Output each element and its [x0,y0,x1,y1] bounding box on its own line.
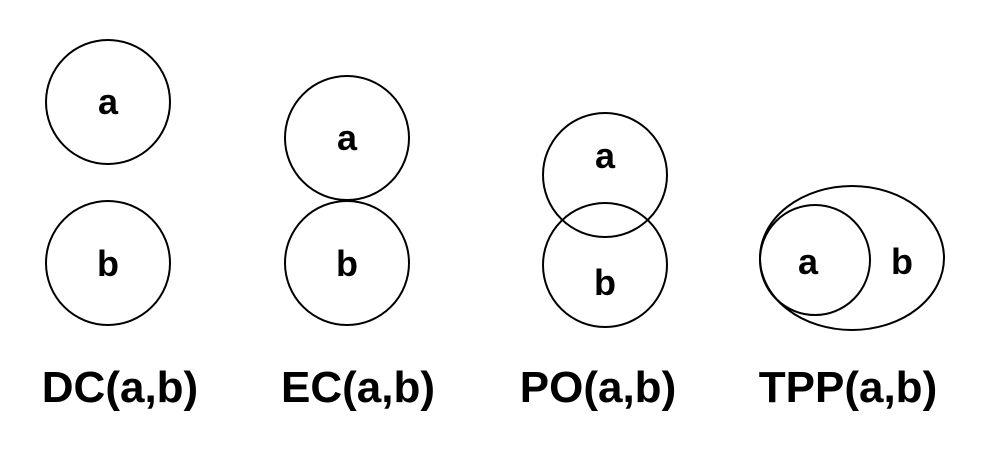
region-b-label: b [336,243,358,284]
region-b-circle [284,200,410,326]
region-b-label: b [594,262,616,303]
region-a-label: a [798,241,819,282]
region-a-label: a [98,81,119,122]
region-b-label: b [97,243,119,284]
panel-ec: a b EC(a,b) [281,75,435,412]
region-a-circle [45,39,171,165]
region-b-label: b [891,241,913,282]
panel-tpp: a b TPP(a,b) [759,185,945,412]
region-a-circle [542,112,668,238]
panel-po: a b PO(a,b) [520,112,676,412]
relation-caption: PO(a,b) [520,363,676,412]
relation-caption: DC(a,b) [42,363,198,412]
region-a-label: a [337,117,358,158]
relation-caption: EC(a,b) [281,363,435,412]
region-a-circle [759,204,871,316]
relation-caption: TPP(a,b) [759,363,937,412]
region-a-label: a [595,135,616,176]
region-b-circle [45,200,171,326]
panel-dc: a b DC(a,b) [42,39,198,412]
region-b-circle [542,202,668,328]
